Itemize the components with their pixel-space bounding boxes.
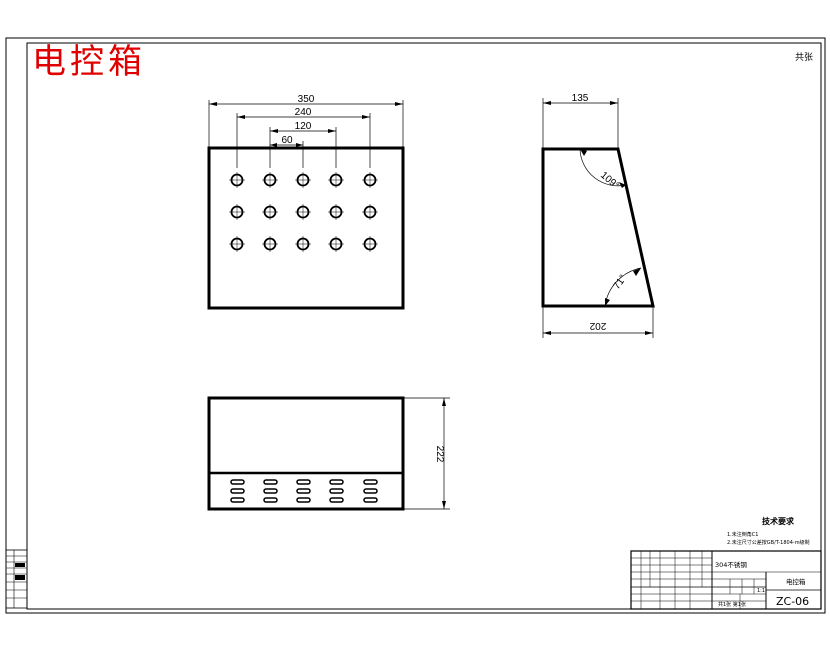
vent-slot xyxy=(263,479,278,485)
dim-240-label: 240 xyxy=(295,107,312,118)
side-view: 135 202 109° 71° xyxy=(541,93,655,338)
vent-slot xyxy=(329,488,344,494)
hole xyxy=(328,172,344,188)
title-block-scale: 1:1 xyxy=(757,588,765,594)
title-block-part-name: 电控箱 xyxy=(786,577,806,586)
dim-222: 222 xyxy=(434,398,446,509)
hole xyxy=(295,172,311,188)
hole xyxy=(262,236,278,252)
dim-202-label: 202 xyxy=(589,320,606,331)
dim-350-label: 350 xyxy=(298,94,315,105)
dim-120-label: 120 xyxy=(295,121,312,132)
technical-notes: 技术要求 1.未注倒角C1 2.未注尺寸公差按GB/T-1804-m级制 xyxy=(727,516,810,546)
vent-slot xyxy=(363,488,378,494)
angle-109-label: 109° xyxy=(598,170,621,192)
vent-slot xyxy=(230,497,245,503)
vent-slot xyxy=(296,488,311,494)
hole xyxy=(362,236,378,252)
dim-222-label: 222 xyxy=(434,446,445,463)
notes-line-2: 2.未注尺寸公差按GB/T-1804-m级制 xyxy=(727,539,810,546)
vent-slot xyxy=(230,488,245,494)
dim-60-label: 60 xyxy=(281,135,293,146)
sheet-inner-frame xyxy=(26,42,822,610)
vent-slot xyxy=(296,479,311,485)
notes-heading: 技术要求 xyxy=(762,516,795,526)
dim-240: 240 xyxy=(237,107,370,119)
angle-71: 71° xyxy=(604,267,642,307)
hole xyxy=(262,204,278,220)
hole xyxy=(295,204,311,220)
left-margin-strip xyxy=(5,549,28,609)
hole xyxy=(229,172,245,188)
vent-slot xyxy=(329,479,344,485)
vent-slot xyxy=(363,479,378,485)
front-view-outline xyxy=(207,146,405,310)
hole-array xyxy=(229,172,378,252)
hole xyxy=(328,204,344,220)
notes-line-1: 1.未注倒角C1 xyxy=(727,531,758,538)
dim-202: 202 xyxy=(543,320,653,335)
title-stamp: 电控箱 xyxy=(32,42,146,82)
bottom-view: 222 xyxy=(207,396,450,511)
sheet-outer-border xyxy=(5,37,826,614)
dim-350: 350 xyxy=(209,94,403,106)
bottom-view-outline xyxy=(207,396,405,511)
angle-71-label: 71° xyxy=(611,273,629,292)
vent-slot xyxy=(263,497,278,503)
hole xyxy=(362,204,378,220)
vent-slot xyxy=(363,497,378,503)
dim-60: 60 xyxy=(270,135,303,147)
hole xyxy=(362,172,378,188)
vent-slot xyxy=(263,488,278,494)
hole xyxy=(229,204,245,220)
dim-135: 135 xyxy=(543,93,618,105)
hole xyxy=(262,172,278,188)
vent-slots xyxy=(230,479,378,503)
dim-120: 120 xyxy=(270,121,336,133)
vent-slot xyxy=(296,497,311,503)
vent-slot xyxy=(230,479,245,485)
title-block-material: 304不锈钢 xyxy=(715,560,747,569)
vent-slot xyxy=(329,497,344,503)
hole xyxy=(328,236,344,252)
title-block-sheet: 共1张 第1张 xyxy=(718,601,746,608)
dim-135-label: 135 xyxy=(572,93,589,104)
hole xyxy=(295,236,311,252)
side-view-outline xyxy=(541,147,655,308)
title-block: 304不锈钢 电控箱 1:1 共1张 第1张 ZC-06 xyxy=(630,550,822,610)
hole xyxy=(229,236,245,252)
title-block-drawing-number: ZC-06 xyxy=(776,595,809,608)
front-view: 350 240 120 60 xyxy=(207,94,405,310)
corner-mark: 共张 xyxy=(795,52,813,63)
